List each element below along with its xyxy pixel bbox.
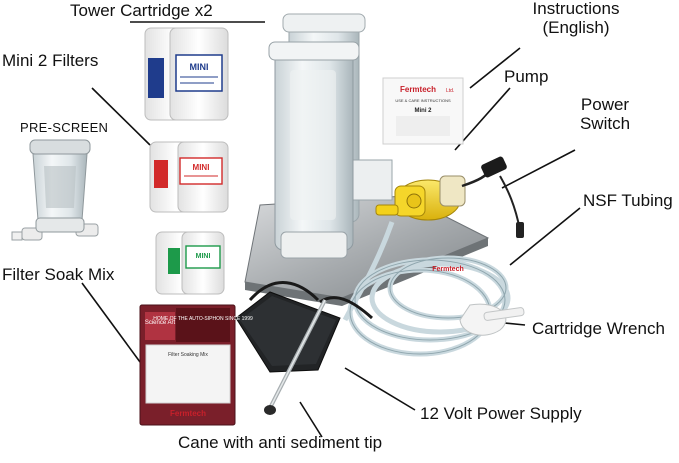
label-power-switch: Power Switch bbox=[570, 95, 640, 133]
label-power-switch-line1: Power bbox=[580, 95, 630, 114]
tower-cartridges: MINI bbox=[144, 27, 229, 121]
pre-screen bbox=[11, 139, 99, 241]
soak-bag-banner: HOME OF THE AUTO-SIPHON SINCE 1999 bbox=[153, 316, 253, 322]
mini-cartridges-green: MINI bbox=[155, 231, 225, 295]
label-pre-screen: PRE-SCREEN bbox=[20, 120, 109, 135]
cartridge-blue-title: MINI bbox=[190, 62, 209, 72]
label-cartridge-wrench: Cartridge Wrench bbox=[532, 319, 665, 338]
label-instructions-line1: Instructions bbox=[532, 0, 620, 18]
manual-subtitle: USE & CARE INSTRUCTIONS bbox=[395, 98, 451, 103]
label-filter-soak-mix: Filter Soak Mix bbox=[2, 265, 115, 284]
label-nsf-tubing: NSF Tubing bbox=[583, 191, 673, 210]
instructions-manual: Fermtech Ltd. USE & CARE INSTRUCTIONS Mi… bbox=[382, 77, 464, 145]
label-instructions-line2: (English) bbox=[542, 17, 610, 37]
label-power-supply: 12 Volt Power Supply bbox=[420, 404, 582, 423]
soak-bag-brand: Science Art bbox=[145, 320, 176, 326]
soak-bag-label: Filter Soaking Mix bbox=[168, 352, 208, 358]
soak-bag-logo: Fermtech bbox=[170, 409, 206, 418]
leader-lines bbox=[81, 21, 581, 438]
manual-brand: Fermtech bbox=[400, 85, 436, 94]
cartridge-red-title: MINI bbox=[193, 163, 210, 172]
pump bbox=[375, 175, 466, 221]
mini-cartridges-red: MINI bbox=[149, 141, 229, 213]
filter-soak-bag: Science Art HOME OF THE AUTO-SIPHON SINC… bbox=[139, 304, 253, 426]
cane bbox=[264, 299, 327, 415]
cartridge-green-title: MINI bbox=[196, 253, 211, 260]
manual-title: Mini 2 bbox=[414, 108, 432, 114]
base-logo: Fermtech bbox=[432, 266, 464, 273]
label-instructions: Instructions (English) bbox=[522, 0, 630, 37]
label-tower-cartridge: Tower Cartridge x2 bbox=[70, 1, 213, 20]
label-pump: Pump bbox=[504, 67, 549, 86]
power-switch bbox=[461, 156, 524, 238]
manual-brand-ltd: Ltd. bbox=[446, 88, 454, 94]
label-cane: Cane with anti sediment tip bbox=[178, 433, 383, 452]
label-power-switch-line2: Switch bbox=[579, 113, 631, 133]
filter-housing-front bbox=[268, 41, 360, 259]
cartridge-wrench bbox=[459, 303, 525, 336]
label-mini2-filters: Mini 2 Filters bbox=[2, 51, 99, 70]
